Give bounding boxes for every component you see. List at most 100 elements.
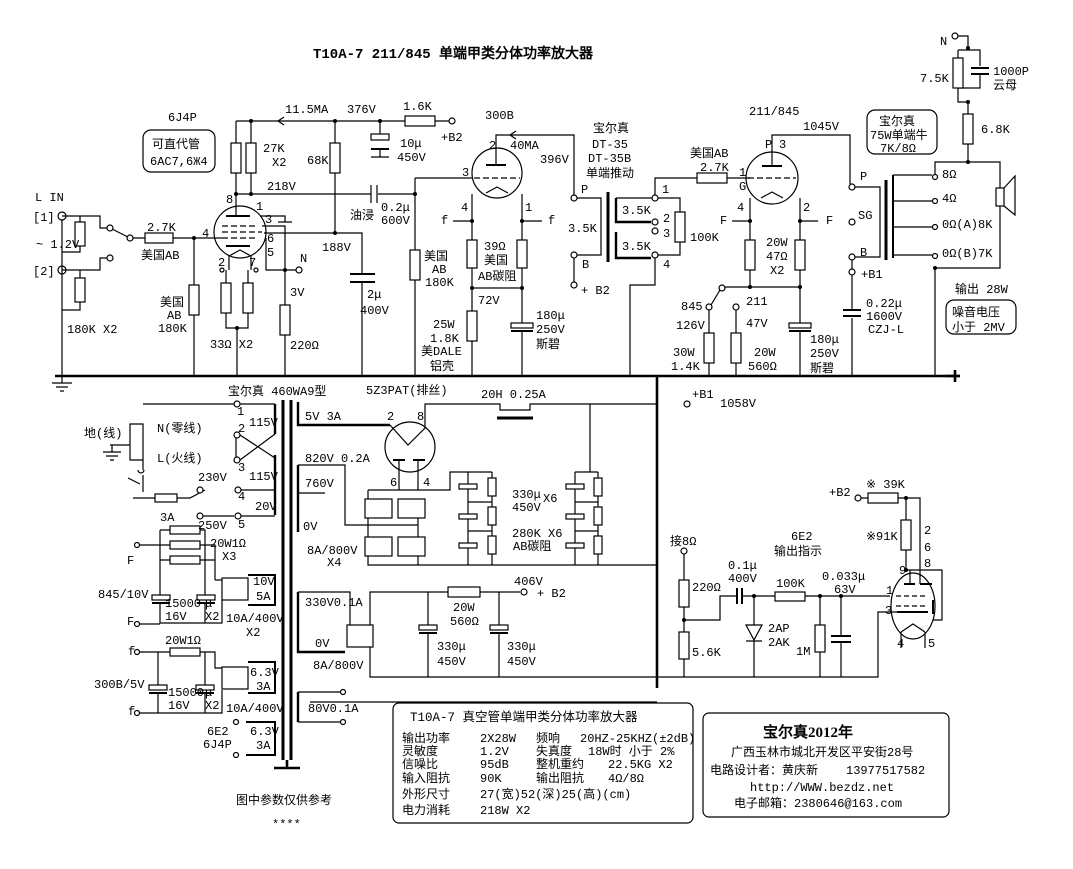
switch-contact[interactable] [106, 224, 114, 232]
label-output: CZJ-L [868, 323, 904, 337]
driver-transformer [570, 172, 750, 376]
resistor-39k [867, 492, 899, 504]
label-driver: 3.5K [622, 240, 652, 254]
label-stage1: 0.2μ [381, 201, 410, 215]
label-stage2: 1.8K [430, 332, 460, 346]
spec-value: 95dB [480, 758, 509, 772]
designer-info-box: 宝尔真2012年 广西玉林市城北开发区平安街28号 电路设计者：黄庆新 1397… [702, 712, 950, 818]
stage1-6j4p [142, 115, 456, 376]
label-driver: 美国AB [690, 146, 728, 161]
label-stage3: 1.4K [671, 360, 701, 374]
resistor-5k6 [678, 631, 690, 660]
label-indicator: 6E2 [791, 530, 813, 544]
resistor-220 [678, 579, 690, 608]
label-hv: 280K X6 [512, 527, 562, 541]
label-stage2: 1 [525, 201, 532, 215]
label-stage3: G [739, 180, 746, 194]
noise-note [945, 299, 1017, 335]
schematic-title: T10A-7 211/845 单端甲类分体功率放大器 [313, 45, 594, 63]
label-stage1: 220Ω [290, 339, 319, 353]
label-filaments: X2 [205, 699, 219, 713]
label-stage3: 211 [746, 295, 768, 309]
phone: 13977517582 [846, 764, 925, 778]
resistor-7k5 [952, 57, 964, 89]
label-output: 云母 [993, 79, 1017, 93]
label-output: 75W单端牛 [870, 127, 928, 143]
label-stage2: 180μ [536, 309, 565, 323]
label-power-primary: 115V [249, 416, 279, 430]
brand-year: 宝尔真2012年 [763, 723, 853, 741]
label-stage3: 560Ω [748, 360, 777, 374]
spec-value: 218W X2 [480, 804, 530, 818]
resistor-1k8 [466, 310, 478, 342]
label-indicator: 2 [924, 524, 931, 538]
label-power-primary: L(火线) [157, 451, 203, 466]
label-stage1: 5 [267, 246, 274, 260]
terminal-b2 [520, 588, 528, 596]
label-stage1: 3V [290, 286, 305, 300]
resistor-91k [900, 519, 912, 551]
spec-row: 信噪比 95dB 整机重约 22.5KG X2 [402, 756, 673, 772]
label-stage1: 6 [267, 232, 274, 246]
label-filaments: 5A [256, 590, 271, 604]
label-power-primary: 20V [255, 500, 277, 514]
resistor-100k [674, 211, 686, 243]
resistor-560 [730, 332, 742, 364]
bridge-rectifier [221, 577, 249, 601]
label-indicator: 63V [834, 583, 856, 597]
label-stage3: P [765, 138, 772, 152]
label-stage1: 68K [307, 154, 329, 168]
switch-contact[interactable] [106, 254, 114, 262]
label-filaments: 10A/400V [226, 702, 284, 716]
label-hv: 8 [417, 410, 424, 424]
label-stage3: 845 [681, 300, 703, 314]
label-stage2: 300B [485, 109, 514, 123]
resistor-180k [74, 221, 86, 247]
terminal-b2 [448, 117, 456, 125]
tube-5z3pat [384, 421, 436, 473]
spec-value: 1.2V [480, 745, 510, 759]
label-indicator: 接8Ω [670, 533, 696, 549]
label-hv: 8A/800V [313, 659, 364, 673]
label-stage2: AB [432, 263, 446, 277]
label-output: N [940, 35, 947, 49]
label-indicator: 6 [924, 541, 931, 555]
label-stage1: 400V [360, 304, 390, 318]
label-indicator: 1 [886, 584, 893, 598]
label-filaments: 10V [253, 575, 275, 589]
label-stage3: 斯碧 [810, 361, 834, 376]
label-notes: **** [272, 818, 301, 832]
label-hv: AB碳阻 [513, 539, 551, 554]
terminal-n [951, 32, 959, 40]
label-hv: X4 [327, 556, 341, 570]
email[interactable]: 电子邮箱：2380646@163.com [734, 795, 902, 811]
terminal-b [570, 251, 578, 259]
label-input: L IN [35, 191, 64, 205]
resistor-39 [516, 239, 528, 269]
label-stage2: 72V [478, 294, 500, 308]
label-hv: X6 [543, 492, 557, 506]
label-indicator: 3 [885, 604, 892, 618]
label-hv: 4 [423, 476, 430, 490]
heater-switch[interactable] [718, 284, 726, 292]
label-input: 美国 [160, 295, 184, 310]
label-notes: 图中参数仅供参考 [236, 792, 332, 808]
label-power-primary: 230V [198, 471, 228, 485]
label-hv: 2 [387, 410, 394, 424]
label-output: 噪音电压 [952, 304, 1000, 320]
website-link[interactable]: http://WWW.bezdz.net [750, 781, 894, 795]
designer: 电路设计者：黄庆新 [710, 762, 818, 778]
label-hv: 5V 3A [305, 410, 342, 424]
label-stage2: f [548, 214, 555, 228]
label-driver: P [581, 183, 588, 197]
bridge-rectifier [364, 536, 393, 557]
label-stage3: 4 [737, 201, 744, 215]
switch-pivot[interactable] [126, 234, 134, 242]
label-indicator: 5 [928, 637, 935, 651]
label-input: 180K X2 [67, 323, 117, 337]
label-indicator: 0.1μ [728, 559, 757, 573]
spec-label: 灵敏度 [402, 743, 438, 759]
spec-label: 信噪比 [402, 757, 438, 772]
resistor-100k [774, 591, 806, 602]
